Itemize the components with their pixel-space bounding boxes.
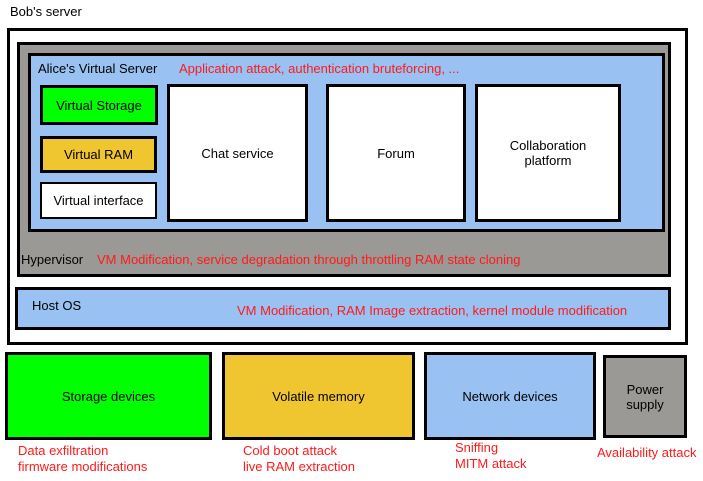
chat-service-box: Chat service: [167, 84, 308, 222]
virtual-ram-label: Virtual RAM: [63, 147, 134, 162]
forum-label: Forum: [377, 145, 415, 161]
power-supply-label: Power supply: [626, 381, 664, 412]
storage-attack-annotation: Data exfiltration firmware modifications: [18, 443, 148, 474]
volatile-memory-label: Volatile memory: [272, 388, 365, 404]
virtual-interface-box: Virtual interface: [40, 182, 157, 219]
power-attack-annotation: Availability attack: [597, 445, 697, 460]
volatile-memory-box: Volatile memory: [222, 352, 415, 440]
forum-box: Forum: [326, 84, 466, 222]
network-devices-label: Network devices: [462, 388, 558, 404]
virtual-storage-box: Virtual Storage: [40, 85, 158, 125]
virtual-storage-label: Virtual Storage: [56, 97, 142, 113]
virtual-ram-box: Virtual RAM: [40, 136, 157, 173]
host-os-label: Host OS: [32, 298, 82, 313]
collaboration-platform-box: Collaboration platform: [475, 84, 621, 222]
bobs-server-label: Bob's server: [10, 4, 82, 19]
network-attack-annotation: Sniffing MITM attack: [455, 440, 527, 471]
host-os-box: [15, 287, 671, 330]
memory-attack-annotation: Cold boot attack live RAM extraction: [243, 443, 355, 474]
hypervisor-attack-annotation: VM Modification, service degradation thr…: [97, 252, 521, 267]
host-os-attack-annotation: VM Modification, RAM Image extraction, k…: [237, 303, 628, 318]
storage-devices-label: Storage devices: [61, 388, 156, 404]
virtual-interface-label: Virtual interface: [53, 193, 144, 208]
hypervisor-label: Hypervisor: [21, 252, 84, 267]
power-supply-box: Power supply: [603, 355, 687, 438]
collaboration-platform-label: Collaboration platform: [509, 138, 587, 168]
storage-devices-box: Storage devices: [5, 352, 212, 440]
alice-virtual-server-label: Alice's Virtual Server: [38, 61, 158, 76]
chat-service-label: Chat service: [201, 145, 274, 161]
network-devices-box: Network devices: [424, 352, 596, 440]
application-attack-annotation: Application attack, authentication brute…: [179, 61, 460, 76]
